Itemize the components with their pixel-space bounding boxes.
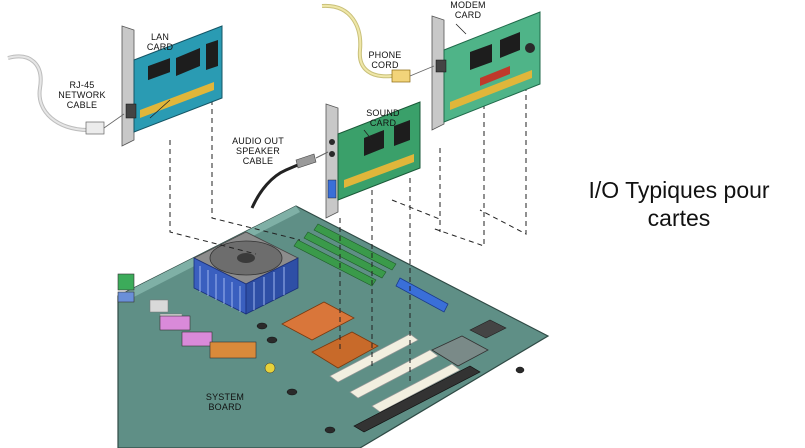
leader-lines [149, 23, 467, 141]
lan-card-icon [121, 25, 223, 147]
modem-card-label: MODEM CARD [450, 0, 486, 20]
sound-card-icon [325, 101, 421, 219]
phone-cord-icon [321, 3, 435, 83]
lan-card-label: LAN CARD [146, 32, 174, 52]
modem-card-icon [431, 11, 541, 131]
sound-card-label: SOUND CARD [366, 108, 400, 128]
system-board-label: SYSTEM BOARD [205, 392, 245, 412]
audio-cable-label: AUDIO OUT SPEAKER CABLE [232, 136, 284, 166]
heatsink-icon [193, 231, 299, 315]
audio-cable-icon [250, 151, 329, 209]
connector-lines [169, 86, 527, 384]
page-title: I/O Typiques pour cartes [588, 177, 770, 231]
rj45-cable-icon [7, 54, 125, 135]
phone-cord-label: PHONE CORD [368, 50, 402, 70]
rj45-cable-label: RJ-45 NETWORK CABLE [58, 80, 106, 110]
